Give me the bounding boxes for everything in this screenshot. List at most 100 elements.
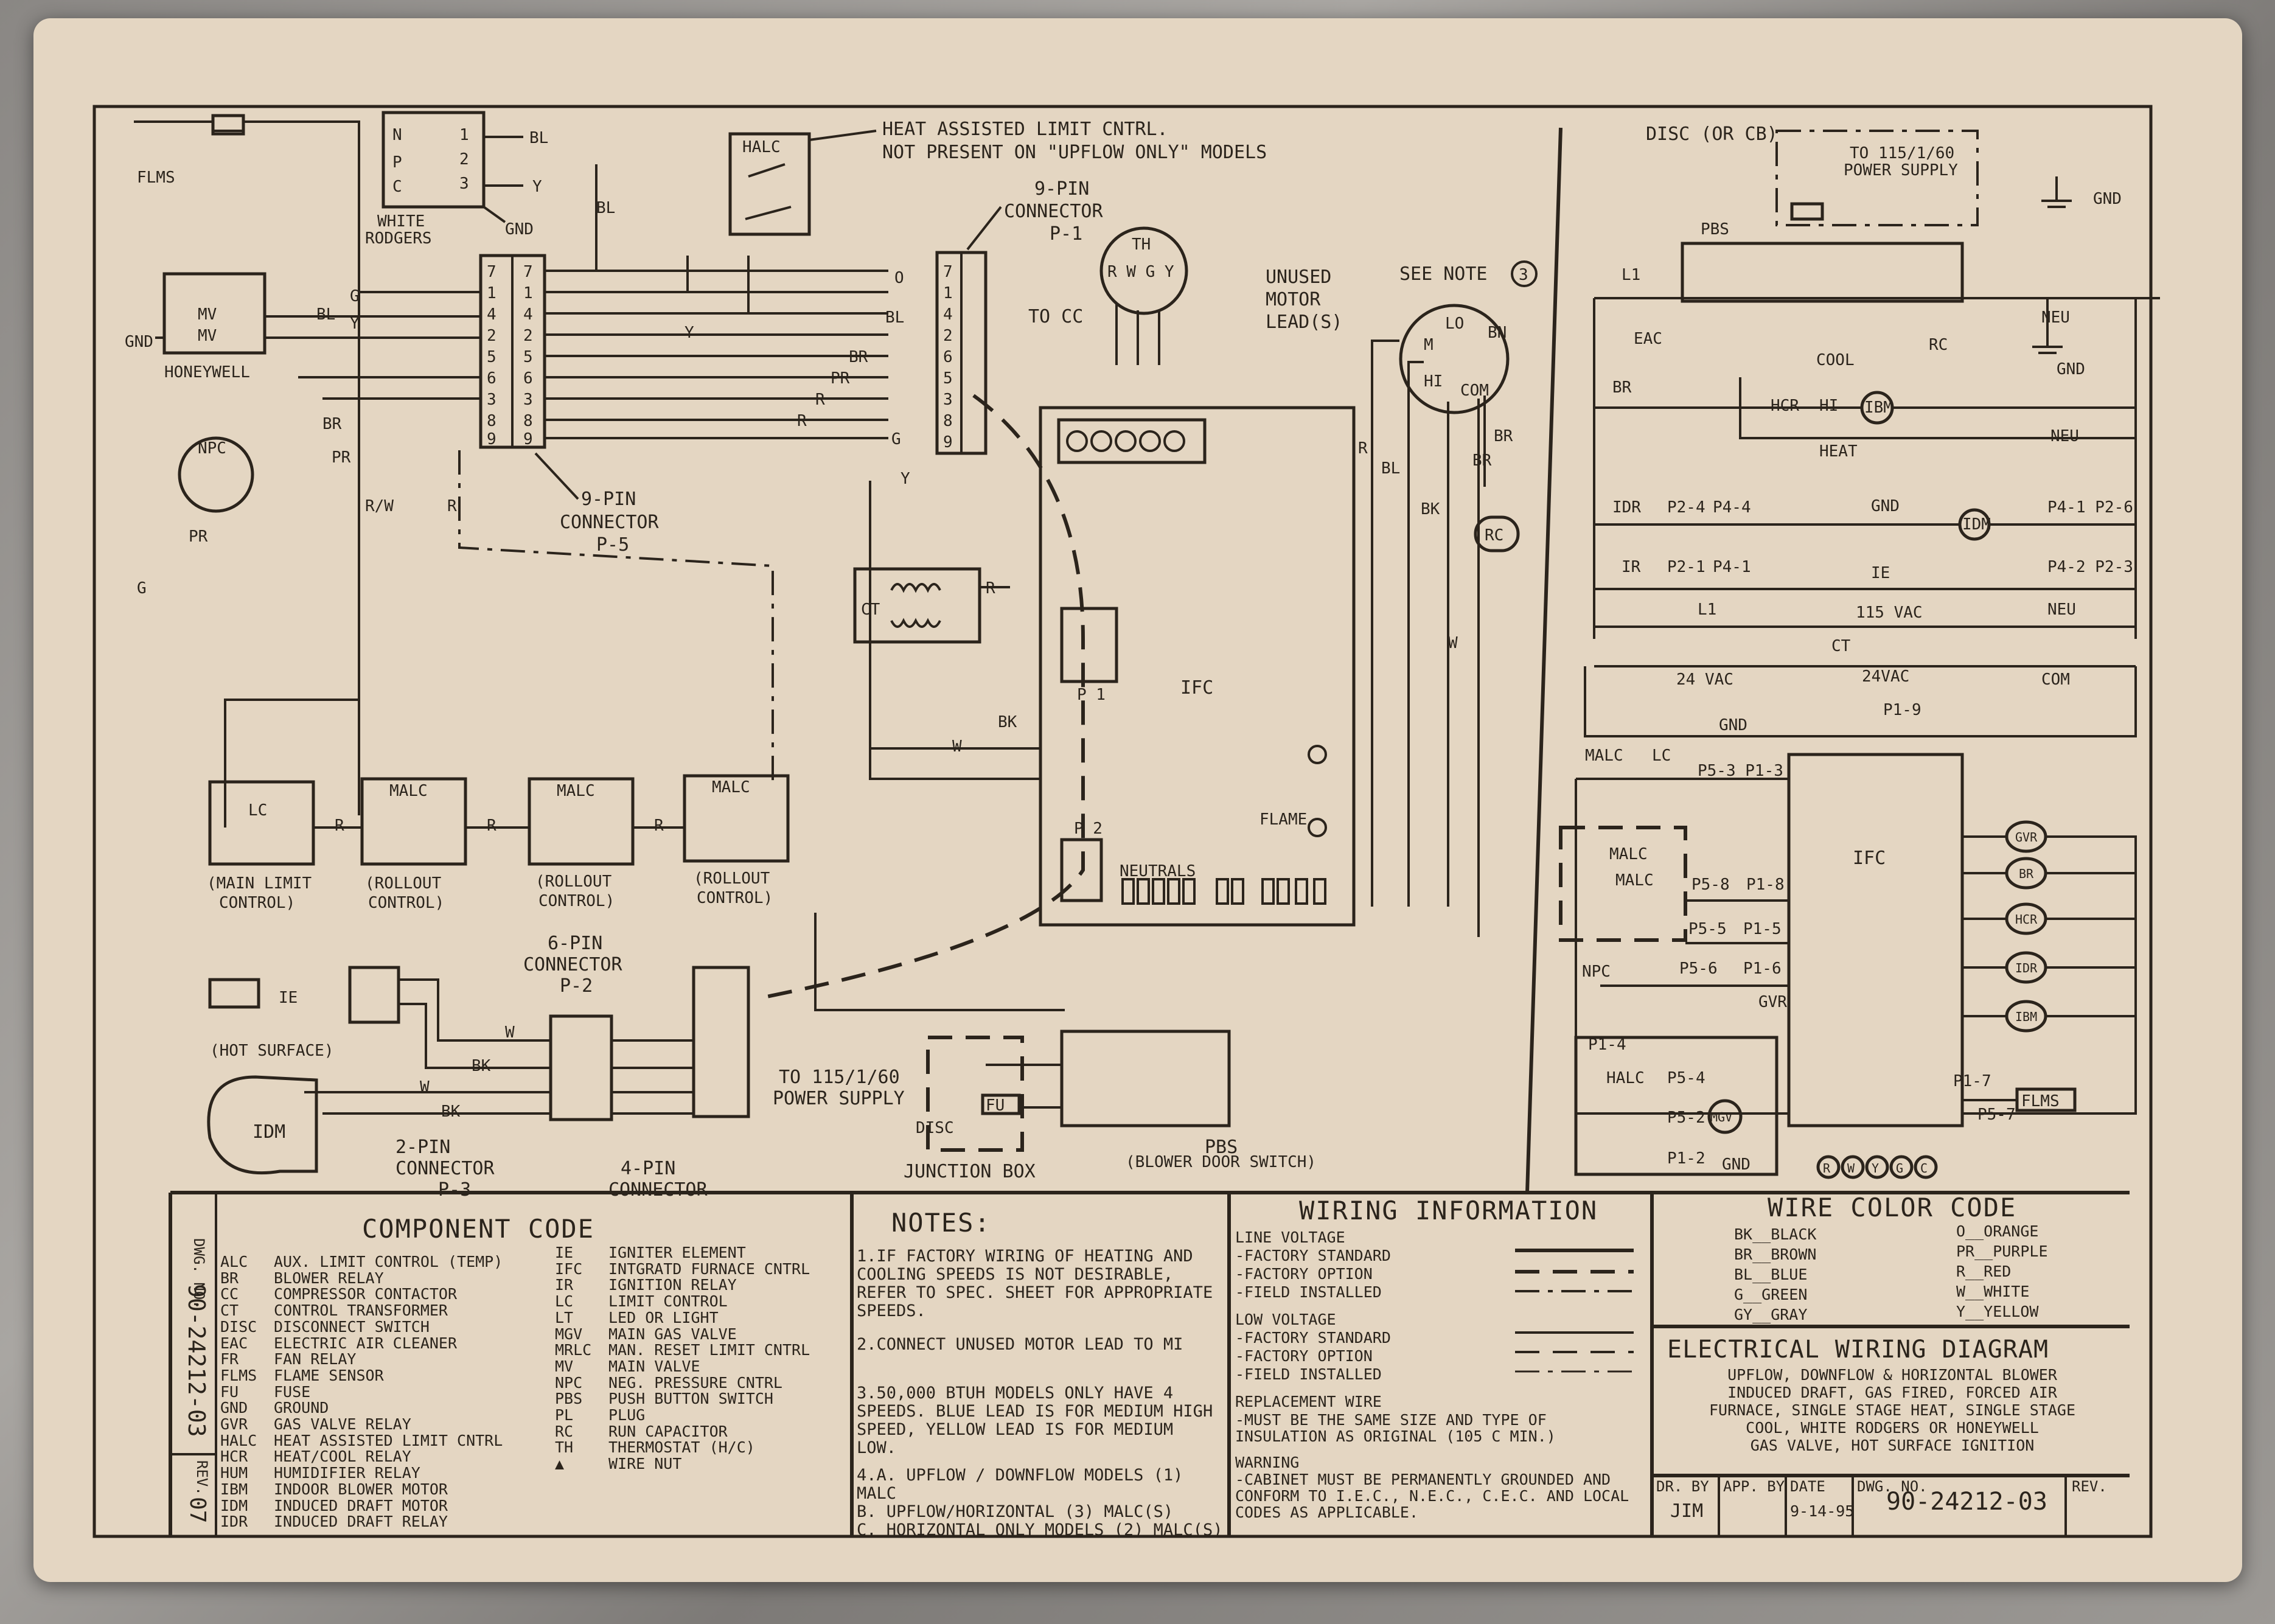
mv-label-2: MV <box>198 327 217 345</box>
ladder-disc-label: DISC (OR CB) <box>1646 124 1778 145</box>
gnd-symbol-mid <box>2032 298 2063 354</box>
limit-code-2: MALC <box>557 782 595 800</box>
p5-6-label: P5-6 <box>1679 960 1718 978</box>
wire-r-label: R <box>815 391 825 409</box>
svg-text:2: 2 <box>523 327 533 345</box>
p5-leader <box>534 452 579 500</box>
terminal-w-label: W <box>1847 1161 1855 1176</box>
svg-text:7: 7 <box>487 263 496 281</box>
npc-lead-pr2: PR <box>332 448 351 467</box>
svg-text:5: 5 <box>523 348 533 366</box>
junction-box-outline <box>926 1036 1024 1152</box>
svg-text:2: 2 <box>943 327 953 345</box>
svg-text:7: 7 <box>523 263 533 281</box>
wire-y-label: Y <box>350 315 360 333</box>
note-3-number: 3 <box>1519 266 1528 284</box>
svg-text:9: 9 <box>943 433 953 451</box>
fu-label: FU <box>986 1096 1005 1115</box>
ladder-malc-label: MALC <box>1585 747 1623 765</box>
valve-gnd-label: GND <box>505 220 534 239</box>
connection-diagram: HEAT ASSISTED LIMIT CNTRL. NOT PRESENT O… <box>125 111 1538 1201</box>
ign-wire-w2: W <box>420 1078 430 1096</box>
field-wire-g: G <box>137 579 147 598</box>
halc-label: HALC <box>742 138 781 156</box>
p5-8-label: P5-8 <box>1691 876 1730 894</box>
ifc-board <box>1039 406 1356 927</box>
p1-6-label: P1-6 <box>1743 960 1782 978</box>
valve-terminal-n: N <box>392 126 402 144</box>
legend-grid <box>169 1193 2130 1536</box>
diagram-frame <box>92 105 2153 1538</box>
field-wire-r: R <box>447 497 457 515</box>
four-pin-connector-p4 <box>549 1014 613 1121</box>
output-gvr-label: GVR <box>2015 830 2038 845</box>
thermostat-terminal <box>1099 226 1188 315</box>
p5-4-label: P5-4 <box>1667 1069 1705 1087</box>
terminal-y-label: Y <box>1872 1161 1879 1176</box>
com-label: COM <box>2041 671 2070 689</box>
led-light-1 <box>1308 745 1327 764</box>
svg-text:8: 8 <box>487 412 496 430</box>
motor-wire-w: W <box>1448 634 1458 652</box>
p4-1-label: P4-1 <box>1713 558 1751 576</box>
wire-br-label: BR <box>849 348 868 366</box>
p1-label-1: 9-PIN <box>1034 178 1089 200</box>
svg-text:R: R <box>335 817 344 835</box>
run-capacitor <box>1474 515 1520 552</box>
blower-door-switch <box>1060 1030 1231 1127</box>
mgv-symbol <box>1707 1099 1743 1134</box>
rc-label: RC <box>1485 526 1503 545</box>
p5-5-label: P5-5 <box>1688 920 1727 938</box>
section-divider <box>1525 127 1563 1193</box>
unused-motor-label-3: LEAD(S) <box>1266 312 1342 333</box>
wire-pr-label: PR <box>831 369 850 388</box>
svg-text:6: 6 <box>487 369 496 388</box>
p3-label-3: P-3 <box>438 1179 471 1201</box>
six-pin-connector-p2 <box>692 966 750 1118</box>
ie-plug <box>348 966 400 1024</box>
svg-text:4: 4 <box>523 305 533 324</box>
idm-label: IDM <box>253 1121 285 1143</box>
p2-4-label: P2-4 <box>1667 498 1705 517</box>
unused-motor-label-2: MOTOR <box>1266 289 1321 310</box>
terminal-c-label: C <box>1920 1161 1928 1176</box>
cool-label: COOL <box>1816 351 1855 369</box>
ladder-neu-3: NEU <box>2047 601 2076 619</box>
svg-text:3: 3 <box>943 391 953 409</box>
p1-9-label: P1-9 <box>1883 701 1921 719</box>
p5-label-1: 9-PIN <box>581 489 636 510</box>
heat-label: HEAT <box>1819 442 1858 461</box>
limit-desc-0b: CONTROL) <box>219 894 295 912</box>
ladder-diagram: DISC (OR CB) TO 115/1/60 POWER SUPPLY GN… <box>1559 124 2160 1179</box>
wire-bl3-label: BL <box>885 308 904 327</box>
p2-label-2: CONNECTOR <box>523 954 622 975</box>
vac24-left: 24 VAC <box>1676 671 1733 689</box>
terminal-w <box>1841 1155 1865 1179</box>
secondary-loop <box>1584 666 2137 737</box>
mgv-label: MGV <box>1710 1110 1732 1124</box>
ladder-l1-label: L1 <box>1622 266 1640 284</box>
white-rodgers-label-1: WHITE <box>377 212 425 231</box>
svg-text:1: 1 <box>487 284 496 302</box>
motor-wires <box>1371 340 1486 937</box>
power-supply-label-2: POWER SUPPLY <box>773 1088 905 1109</box>
p1-2-label: P1-2 <box>1667 1149 1705 1168</box>
ct-coils <box>890 583 941 628</box>
pbs-label: PBS <box>1205 1137 1238 1158</box>
wire-y2-label: Y <box>685 324 694 342</box>
ifc-label: IFC <box>1180 677 1213 699</box>
svg-text:5: 5 <box>943 369 953 388</box>
svg-text:R: R <box>487 817 496 835</box>
halc-contacts <box>745 163 792 220</box>
p1-plug <box>1060 607 1118 683</box>
svg-text:1: 1 <box>523 284 533 302</box>
ladder-ifc-box <box>1787 753 1964 1127</box>
honeywell-leads <box>155 315 310 339</box>
motor-lead-bn: BN <box>1488 324 1507 342</box>
junction-box-label: JUNCTION BOX <box>904 1161 1036 1182</box>
ifc-outputs: GVR BR HCR IDR IBM <box>1962 820 2137 1115</box>
malc-optional-1: MALC <box>1609 845 1648 863</box>
rung-blower <box>1594 377 2136 439</box>
ladder-ie-label: IE <box>1871 564 1890 582</box>
